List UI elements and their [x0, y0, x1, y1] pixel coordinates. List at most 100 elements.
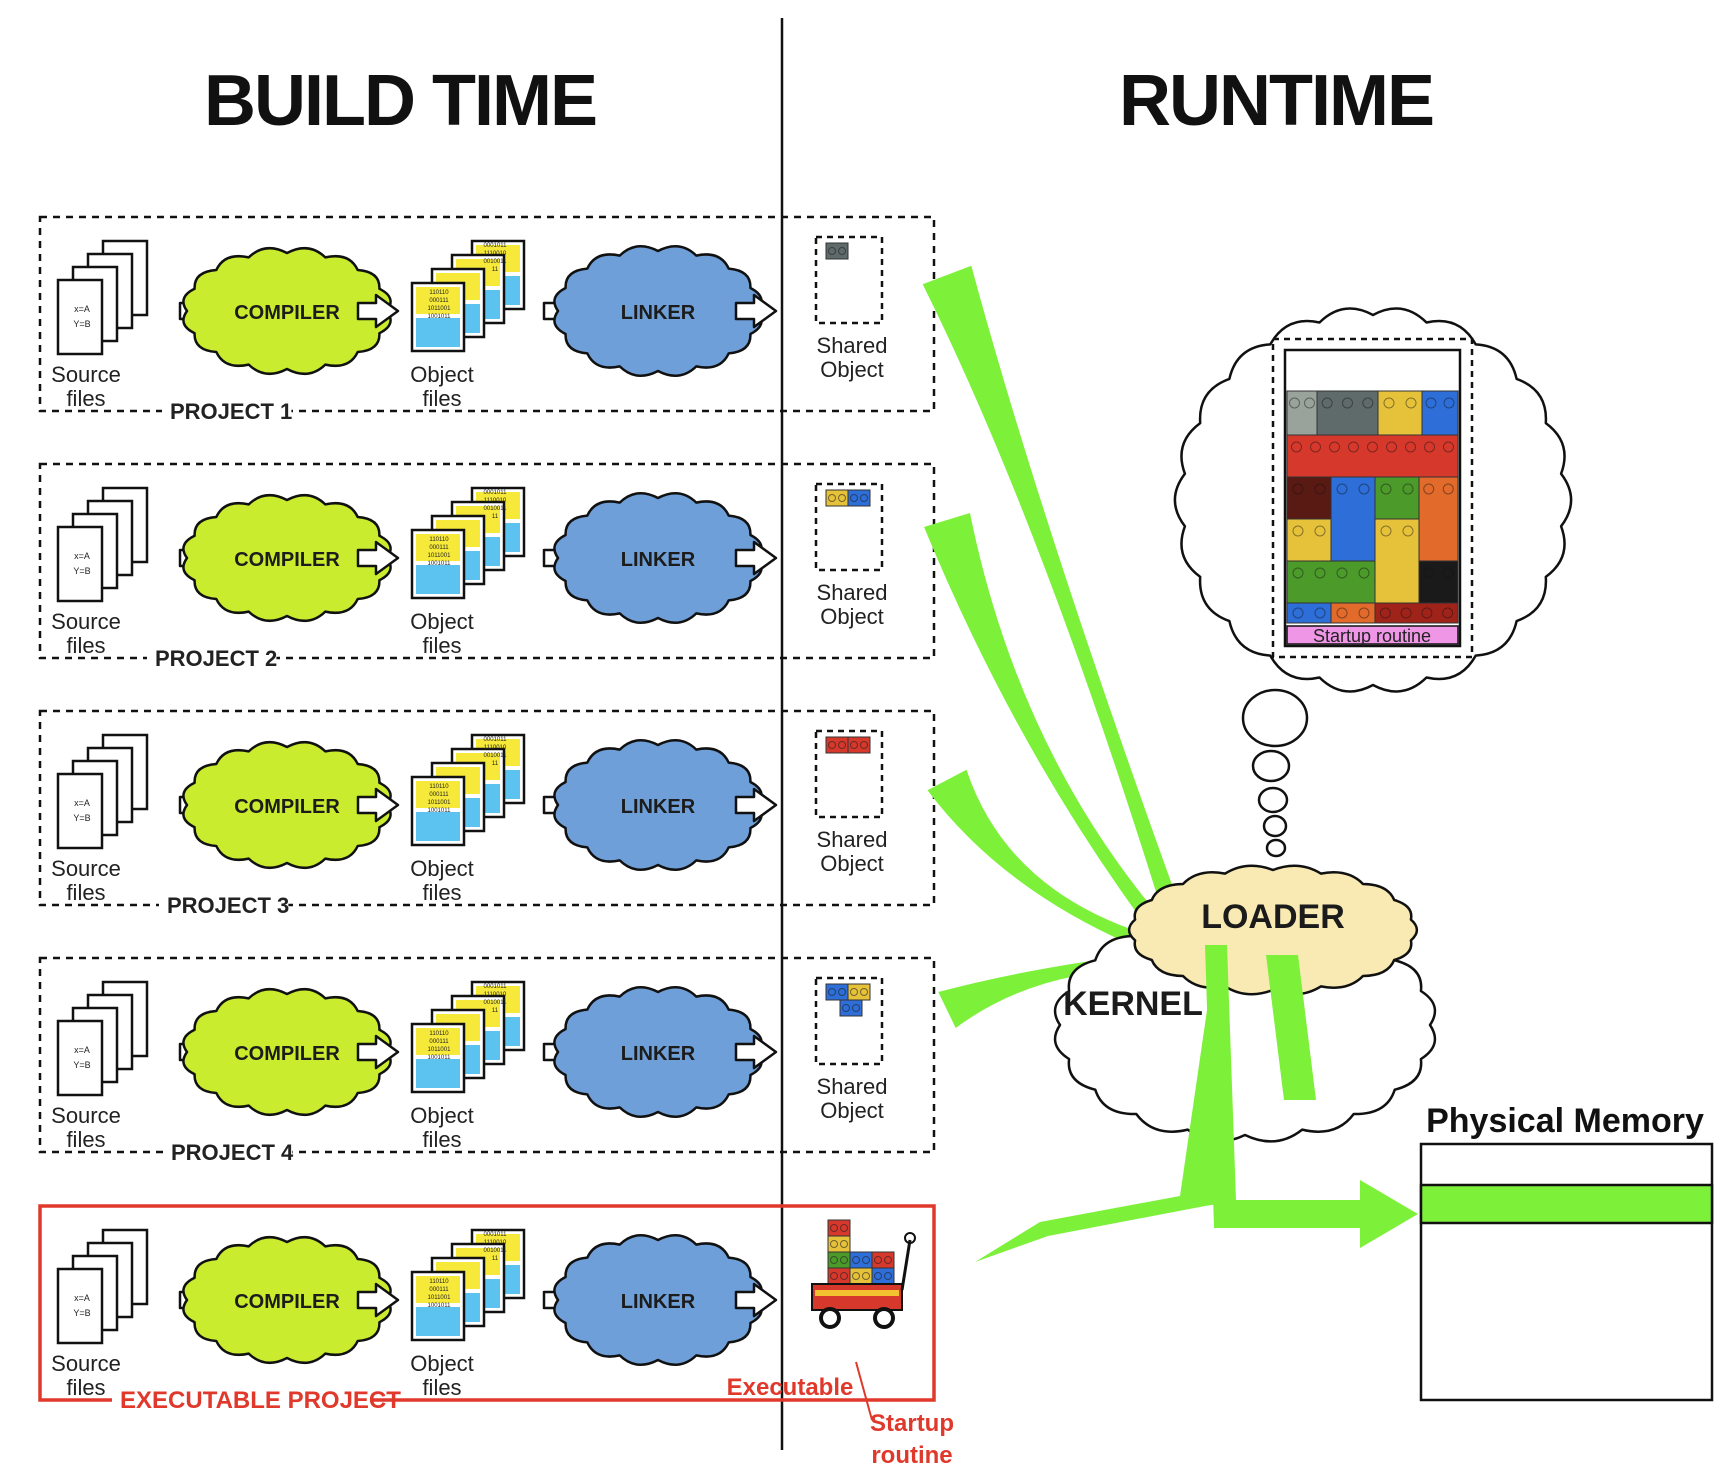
lego-stud	[1329, 441, 1340, 453]
source-snippet-line: Y=B	[73, 1060, 90, 1070]
physical-memory: Physical Memory	[1419, 1102, 1714, 1402]
compiler-label: COMPILER	[234, 1291, 340, 1313]
binary-digits: 110110	[429, 1279, 449, 1285]
lego-stud	[1291, 441, 1302, 453]
lego-stud	[1423, 567, 1435, 579]
lego-stud	[1362, 397, 1374, 409]
thought-bubble-circle	[1241, 688, 1309, 748]
object-files-label-line: Object	[410, 362, 474, 387]
project-frame	[38, 215, 936, 413]
lego-stud	[1358, 567, 1370, 579]
object-files-label-line: files	[422, 633, 461, 658]
lego-block-icon	[1377, 390, 1423, 436]
startup-routine-bar	[1286, 625, 1459, 645]
lego-block-icon	[1330, 476, 1376, 562]
loaded-image-frame	[1271, 337, 1474, 659]
lego-stud	[1336, 607, 1348, 619]
source-snippet-line: Y=B	[73, 1308, 90, 1318]
project-row-4: PROJECT 4x=AY=BSourcefilesCOMPILER000101…	[38, 956, 936, 1165]
lego-stud	[1342, 397, 1353, 409]
lego-block-icon	[825, 736, 849, 754]
lego-stud	[1292, 525, 1304, 537]
object-files-label-line: files	[422, 1375, 461, 1400]
executable-project-label: EXECUTABLE PROJECT	[120, 1387, 401, 1414]
thought-bubble: Startup routine	[1173, 307, 1573, 858]
wagon-wheel	[873, 1307, 895, 1329]
binary-digits: 11	[492, 267, 499, 273]
shared-object-label-line: Object	[820, 851, 884, 876]
shared-object-label-line: Object	[820, 1098, 884, 1123]
shared-object-label-line: Shared	[817, 1074, 888, 1099]
wagon-handle-grip	[904, 1232, 916, 1244]
lego-stud	[1292, 483, 1304, 495]
object-files-label-line: files	[422, 386, 461, 411]
label-gap	[163, 1137, 293, 1163]
source-snippet-line: Y=B	[73, 813, 90, 823]
binary-digits: 000111	[429, 1287, 449, 1293]
lego-block-icon	[827, 1235, 851, 1253]
project-frame	[38, 956, 936, 1154]
lego-block-icon	[1418, 560, 1459, 604]
lego-stud	[1292, 567, 1304, 579]
object-files-icon	[412, 735, 524, 845]
shared-object-label-line: Object	[820, 357, 884, 382]
lego-stud	[1442, 607, 1454, 619]
source-snippet-line: x=A	[74, 304, 90, 314]
source-files-icon	[56, 239, 149, 356]
label-gap	[159, 890, 289, 916]
object-files-label-line: files	[422, 880, 461, 905]
lego-stud	[1386, 441, 1397, 453]
lego-stud	[1443, 441, 1454, 453]
label-gap	[162, 396, 292, 422]
lego-stud	[1314, 607, 1326, 619]
thought-bubble-circle	[1265, 838, 1287, 858]
startup-routine-bar-label: Startup routine	[1313, 626, 1431, 646]
lego-stud	[1310, 441, 1321, 453]
lego-block-icon	[1316, 390, 1379, 436]
lego-stud	[1321, 397, 1333, 409]
lego-block-icon	[827, 1267, 851, 1285]
source-files-icon	[56, 980, 149, 1097]
project-label: PROJECT 2	[155, 646, 277, 671]
linker-cloud	[553, 245, 763, 377]
source-files-icon	[56, 1228, 149, 1345]
lego-block-icon	[827, 1251, 851, 1269]
lego-block-icon	[847, 983, 871, 1001]
lego-block-icon	[839, 999, 863, 1017]
linker-label: LINKER	[621, 1043, 696, 1065]
lego-block-icon	[1374, 518, 1420, 604]
binary-digits: 000111	[429, 545, 449, 551]
lego-block-icon	[1286, 518, 1332, 562]
wagon-bed	[811, 1283, 903, 1311]
executable-project-frame	[38, 1204, 936, 1402]
lego-block-icon	[1286, 560, 1376, 604]
project-row-1: PROJECT 1x=AY=BSourcefilesCOMPILER000101…	[38, 215, 936, 424]
runtime-heading: RUNTIME	[1119, 61, 1433, 141]
binary-digits: 1110010	[484, 745, 507, 751]
compiler-label: COMPILER	[234, 549, 340, 571]
lego-block-icon	[1421, 390, 1459, 436]
project-label: PROJECT 3	[167, 893, 289, 918]
green-arrow-project-1	[922, 265, 1177, 903]
source-files-label-line: Source	[51, 1103, 121, 1128]
lego-stud	[1425, 397, 1437, 409]
executable-label: Executable	[727, 1374, 854, 1401]
linker-label: LINKER	[621, 549, 696, 571]
project-frame	[38, 709, 936, 907]
binary-digits: 0010011	[484, 753, 508, 759]
lego-stud	[1348, 441, 1359, 453]
physical-memory-box	[1419, 1142, 1714, 1402]
green-arrow-loader-down	[1266, 955, 1316, 1100]
lego-stud	[1314, 525, 1326, 537]
shared-object-label-line: Shared	[817, 827, 888, 852]
binary-digits: 1110010	[484, 992, 507, 998]
lego-stud	[1424, 441, 1435, 453]
source-files-label-line: files	[66, 1375, 105, 1400]
binary-digits: 1011001	[428, 306, 452, 312]
build-time-heading: BUILD TIME	[204, 61, 596, 141]
lego-stud	[1402, 483, 1414, 495]
object-files-label-line: Object	[410, 1351, 474, 1376]
lego-stud	[1289, 397, 1300, 409]
green-arrow-to-memory	[1205, 945, 1418, 1248]
